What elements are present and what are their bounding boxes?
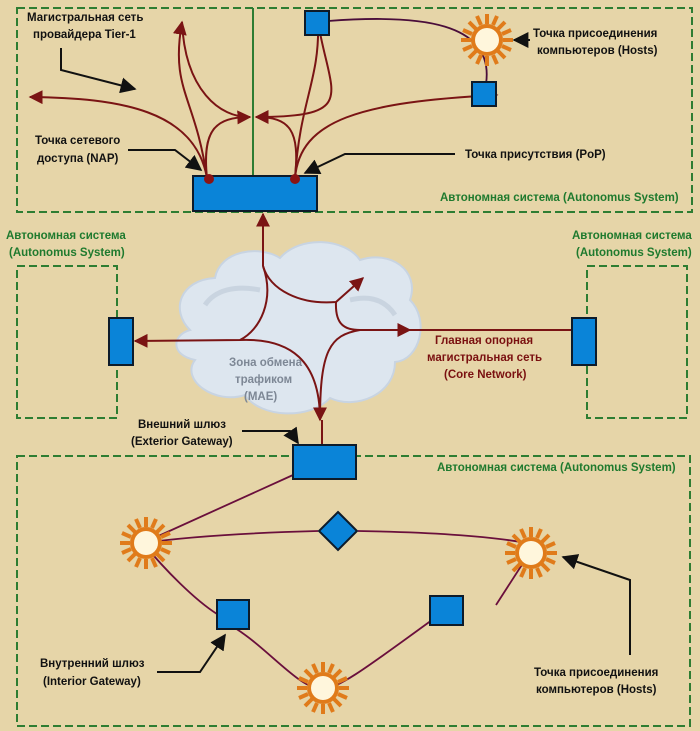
as-top-region [16, 7, 693, 213]
exterior-gateway-label: Внешний шлюз (Exterior Gateway) [131, 419, 299, 448]
as-right-gateway[interactable] [571, 317, 597, 366]
hosts-bottom-pointer [561, 554, 631, 655]
exterior-gateway-router[interactable] [292, 444, 357, 480]
pop-label: Точка присутствия (PoP) [303, 149, 606, 175]
hosts-top-line1: Точка присоединения [533, 28, 657, 40]
host-icon-bottom-center[interactable] [295, 660, 351, 716]
as-top-border [16, 7, 693, 213]
as-left-label-line1: Автономная система [6, 230, 126, 242]
route-pop-north [294, 20, 326, 179]
tier1-label-line2: провайдера Tier-1 [33, 29, 136, 41]
exterior-gateway-line1: Внешний шлюз [138, 419, 226, 431]
link-exterior-host-left [142, 474, 294, 544]
mae-routes [133, 212, 572, 447]
interior-gateway-pointer [157, 633, 226, 673]
mae-label-line2: трафиком [235, 374, 292, 386]
hosts-bottom-line1: Точка присоединения [534, 667, 658, 679]
link-diamond-host-right [357, 530, 541, 606]
host-icon-bottom-right[interactable] [503, 525, 559, 581]
hosts-top-line2: компьютеров (Hosts) [537, 45, 658, 57]
mae-cloud [175, 241, 422, 415]
route-pop-east [294, 88, 499, 179]
interior-gateway-line1: Внутренний шлюз [40, 658, 145, 670]
core-network-label: Главная опорная магистральная сеть (Core… [427, 335, 542, 381]
nap-point[interactable] [204, 174, 214, 184]
route-mae-sw [239, 338, 321, 421]
nap-label: Точка сетевого доступа (NAP) [35, 135, 203, 171]
as-right-label-line1: Автономная система [572, 230, 692, 242]
core-network-line2: магистральная сеть [427, 352, 542, 364]
hosts-bottom-label: Точка присоединения компьютеров (Hosts) [534, 554, 658, 696]
interior-gateway-right[interactable] [429, 595, 464, 626]
nap-label-line2: доступа (NAP) [37, 153, 119, 165]
tier1-pointer [60, 48, 137, 94]
core-network-line3: (Core Network) [444, 369, 527, 381]
as-left-label-line2: (Autonomus System) [9, 247, 125, 259]
host-icon-bottom-left[interactable] [118, 515, 174, 571]
mae-label-line3: (MAE) [244, 391, 277, 403]
as-top-label: Автономная система (Autonomus System) [440, 192, 679, 204]
nap-label-line1: Точка сетевого [35, 135, 120, 147]
link-host-left-diamond [142, 530, 319, 544]
route-nap-up [205, 116, 251, 179]
exterior-gateway-pointer [242, 426, 299, 445]
as-bottom-label: Автономная система (Autonomus System) [437, 462, 676, 474]
as-right-border [586, 265, 688, 419]
host-icon-top[interactable] [459, 12, 515, 68]
nap-pointer [128, 149, 203, 171]
tier1-label-line1: Магистральная сеть [27, 12, 143, 24]
as-left-border [16, 265, 118, 419]
as-left-gateway[interactable] [108, 317, 134, 366]
hosts-bottom-line2: компьютеров (Hosts) [536, 684, 657, 696]
pop-point[interactable] [290, 174, 300, 184]
route-mae-ne [262, 265, 365, 304]
host-link-top [327, 18, 488, 85]
pop-pointer [303, 153, 455, 175]
hosts-top-label: Точка присоединения компьютеров (Hosts) [512, 28, 658, 57]
route-mae-south [313, 329, 361, 422]
route-loop-west [255, 21, 333, 118]
tier1-label: Магистральная сеть провайдера Tier-1 [27, 12, 143, 94]
mae-label-line1: Зона обмена [229, 357, 303, 369]
route-pop-west [254, 110, 298, 179]
top-node-north[interactable] [304, 10, 330, 36]
interior-gateway-line2: (Interior Gateway) [43, 676, 141, 688]
bottom-links [142, 474, 541, 690]
bottom-diamond-node[interactable] [317, 510, 359, 552]
mae-label: Зона обмена трафиком (MAE) [229, 357, 303, 403]
pop-label-text: Точка присутствия (PoP) [465, 149, 606, 161]
interior-gateway-left[interactable] [216, 599, 250, 630]
as-right-label-line2: (Autonomus System) [576, 247, 692, 259]
route-nap-north [172, 20, 208, 179]
top-node-east[interactable] [471, 81, 497, 107]
core-network-line1: Главная опорная [435, 335, 533, 347]
route-loop-east [181, 21, 252, 125]
exterior-gateway-line2: (Exterior Gateway) [131, 436, 233, 448]
interior-gateway-label: Внутренний шлюз (Interior Gateway) [40, 633, 226, 688]
host-links-top [327, 18, 488, 85]
